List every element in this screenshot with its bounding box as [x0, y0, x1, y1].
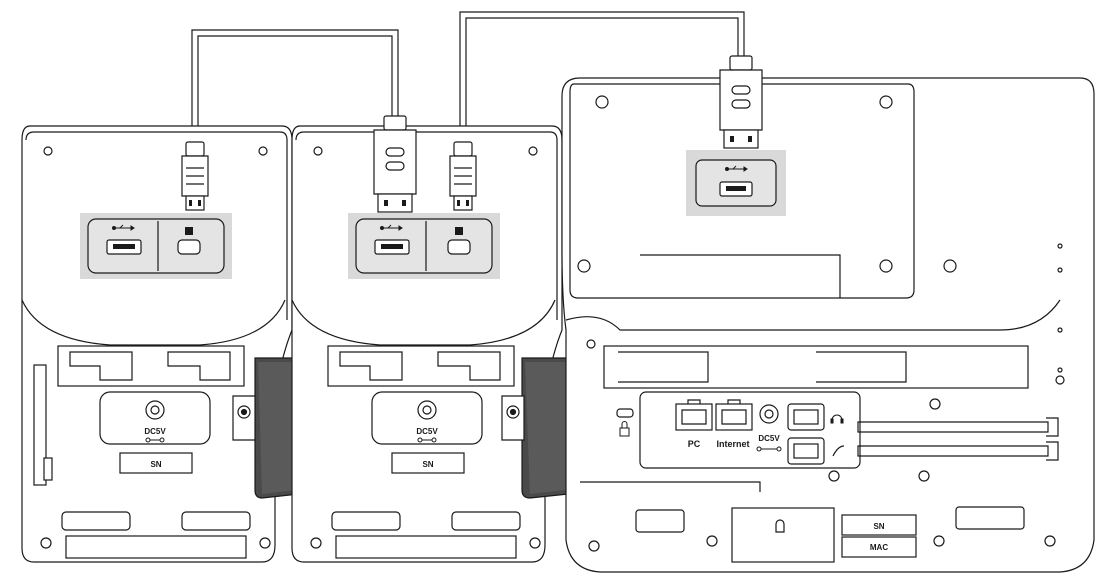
screw-icon	[588, 540, 600, 552]
pc-port-label: PC	[688, 439, 701, 449]
screw-icon	[43, 146, 53, 156]
module-1-sn-label-box	[119, 452, 193, 474]
phone-cable-clip	[603, 345, 1029, 389]
dc-polarity-icon	[417, 437, 437, 443]
screw-icon	[933, 535, 945, 547]
cable-module2-to-phone	[459, 11, 745, 148]
phone-dc5v-label: DC5V	[758, 434, 780, 443]
screw-icon	[1055, 375, 1065, 385]
usb-a-plug	[719, 55, 763, 149]
phone-foot	[635, 509, 685, 533]
screw-icon	[879, 259, 893, 273]
module-1-foot	[181, 511, 251, 531]
module-2-sn-label: SN	[422, 460, 433, 469]
module-1-back-curve	[21, 299, 286, 346]
lock-slot[interactable]	[616, 408, 634, 418]
screw-icon	[586, 339, 596, 349]
screw-icon	[577, 259, 591, 273]
module-2-dc5v-label: DC5V	[416, 427, 438, 436]
phone-key-slot	[775, 519, 785, 533]
screw-icon	[259, 537, 271, 549]
phone-sn-label: SN	[873, 522, 884, 531]
screw-icon	[828, 470, 840, 482]
module-1-body	[21, 125, 293, 563]
screw-icon	[1057, 367, 1063, 373]
handset-icon	[832, 445, 845, 457]
expansion-module-2: DC5V SN	[291, 125, 563, 563]
usb-a-plug	[373, 115, 417, 213]
usb-icon	[725, 165, 748, 172]
usb-icon	[112, 224, 135, 231]
screw-icon	[918, 470, 930, 482]
screw-icon	[528, 146, 538, 156]
screw-icon	[706, 535, 718, 547]
screw-icon	[1057, 243, 1063, 249]
internet-port-label: Internet	[716, 439, 749, 449]
screw-icon	[313, 146, 323, 156]
cable-module2-to-phone-inner	[465, 17, 739, 148]
cable-module1-to-module2-inner	[197, 35, 393, 148]
phone-sn-label-box	[841, 514, 917, 536]
screw-icon	[943, 259, 957, 273]
expansion-rails	[857, 417, 1059, 461]
module-1-dc5v-label: DC5V	[144, 427, 166, 436]
headset-port[interactable]	[787, 403, 825, 431]
screw-icon	[879, 95, 893, 109]
handset-port[interactable]	[787, 437, 825, 465]
mini-usb-port[interactable]	[177, 239, 201, 255]
phone-foot	[955, 506, 1025, 530]
module-2-bottom-bar	[335, 535, 517, 559]
lock-icon	[619, 421, 630, 437]
screw-icon	[1057, 327, 1063, 333]
module-2-body	[291, 125, 563, 563]
module-2-back-curve	[291, 299, 556, 346]
screw-icon	[929, 398, 941, 410]
dc-polarity-icon	[145, 437, 165, 443]
mini-usb-port[interactable]	[447, 239, 471, 255]
phone-mac-label-box	[841, 536, 917, 558]
mini-usb-port-icon	[185, 227, 193, 235]
mini-usb-plug	[449, 141, 477, 211]
usb-plugs	[181, 55, 763, 213]
ip-phone: PC Internet DC5V	[561, 77, 1095, 573]
usb-cables	[191, 11, 745, 148]
dc-polarity-icon	[756, 446, 782, 452]
module-1-bottom-bar	[65, 535, 247, 559]
module-1-side-slot	[33, 364, 47, 486]
cable-module1-to-module2	[191, 29, 399, 148]
screw-icon	[529, 537, 541, 549]
screw-icon	[258, 146, 268, 156]
mini-usb-plug	[181, 141, 209, 211]
module-1-foot	[61, 511, 131, 531]
module-2-foot	[451, 511, 521, 531]
internet-port[interactable]	[715, 399, 753, 431]
screw-icon	[40, 537, 52, 549]
screw-icon	[1044, 535, 1056, 547]
mini-usb-port-icon	[455, 227, 463, 235]
pc-port[interactable]	[675, 399, 713, 431]
usb-icon	[380, 224, 403, 231]
module-2-sn-label-box	[391, 452, 465, 474]
module-2-foot	[331, 511, 401, 531]
phone-mac-label: MAC	[870, 543, 888, 552]
module-1-sn-label: SN	[150, 460, 161, 469]
module-1-inner-outline	[25, 131, 288, 320]
phone-label-recess	[731, 507, 835, 563]
screw-icon	[310, 537, 322, 549]
headset-icon	[830, 414, 844, 424]
expansion-module-1: DC5V SN	[21, 125, 293, 563]
screw-icon	[595, 95, 609, 109]
screw-icon	[1057, 267, 1063, 273]
